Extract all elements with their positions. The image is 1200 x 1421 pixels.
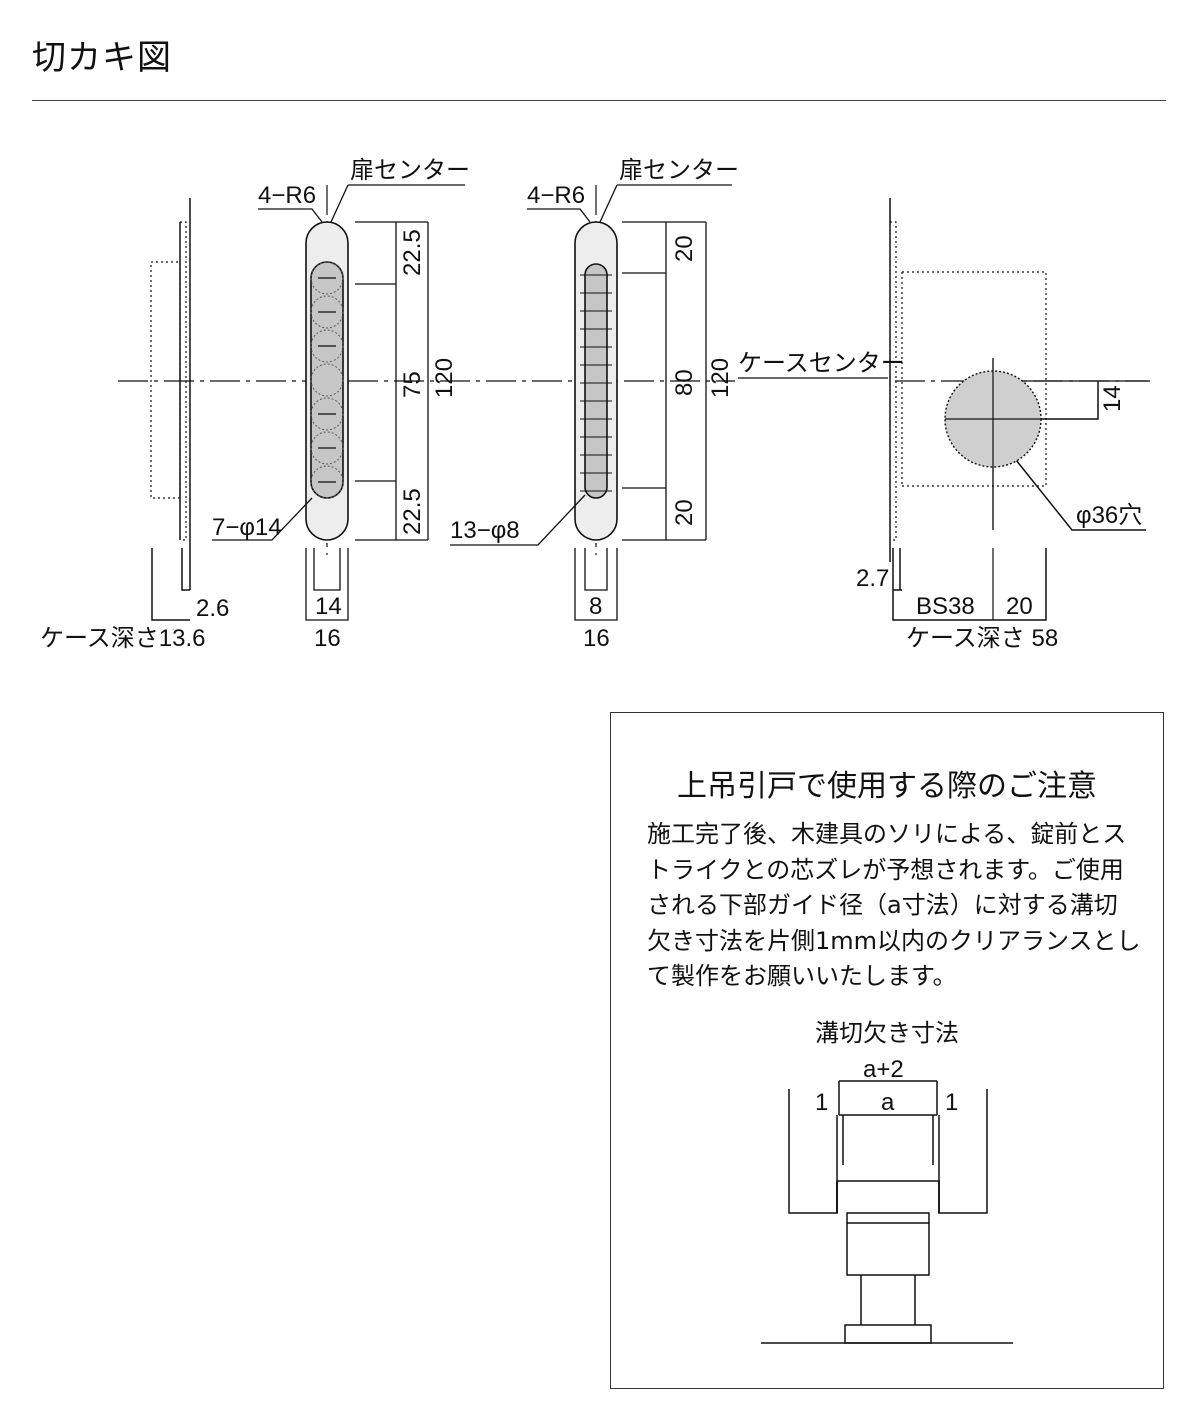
slot-a (310, 261, 344, 499)
notice-title: 上吊引戸で使用する際のご注意 (677, 769, 1097, 804)
dim-120-b: 120 (707, 358, 734, 398)
door-center-label-b: 扉センター (619, 157, 739, 184)
dim-22-5-bottom-a: 22.5 (399, 488, 426, 535)
groove-dim-total: a+2 (863, 1056, 904, 1083)
hole-36-label: φ36穴 (1076, 502, 1142, 529)
holes-b (580, 274, 612, 492)
dim-width-16-a: 16 (314, 625, 341, 652)
dim-width-16-b: 16 (583, 625, 610, 652)
left-side-view (150, 198, 191, 621)
dim-75-a: 75 (399, 371, 426, 398)
dim-plate-offset-right: 2.7 (856, 565, 889, 592)
holes-a (310, 261, 344, 499)
notice-box: 上吊引戸で使用する際のご注意 施工完了後、木建具のソリによる、錠前とストライクと… (610, 712, 1164, 1389)
dim-width-8: 8 (589, 593, 602, 620)
holes-label-a: 7−φ14 (212, 514, 282, 541)
dim-80-b: 80 (671, 369, 698, 396)
groove-dim-a: a (881, 1089, 895, 1116)
dim-plate-offset-left: 2.6 (196, 595, 229, 622)
dim-bs38: BS38 (916, 593, 975, 620)
dim-20-bottom-b: 20 (671, 499, 698, 526)
notice-subtitle: 溝切欠き寸法 (815, 1019, 959, 1047)
dim-22-5-top-a: 22.5 (399, 229, 426, 276)
radius-label-b: 4−R6 (527, 182, 585, 209)
groove-dim-left: 1 (815, 1089, 828, 1116)
holes-label-b: 13−φ8 (450, 517, 520, 544)
dim-width-14: 14 (315, 593, 342, 620)
front-view-b (450, 184, 732, 621)
case-center-label: ケースセンター (738, 350, 905, 377)
page-title: 切カキ図 (32, 38, 172, 78)
dim-20-top-b: 20 (671, 235, 698, 262)
radius-label-a: 4−R6 (258, 182, 316, 209)
cutout-drawings: ケースセンター 2.6 ケース深さ13.6 (40, 157, 1150, 652)
groove-diagram: a+2 a 1 1 (761, 1056, 1013, 1344)
groove-dim-right: 1 (945, 1089, 958, 1116)
dim-20-right: 20 (1006, 593, 1033, 620)
dim-120-a: 120 (431, 358, 458, 398)
front-view-a (212, 184, 465, 621)
dim-14-right: 14 (1099, 385, 1126, 412)
case-depth-right-label: ケース深さ 58 (906, 625, 1058, 652)
case-depth-left-label: ケース深さ13.6 (40, 625, 206, 652)
notice-body: 施工完了後、木建具のソリによる、錠前とストライクとの芯ズレが予想されます。ご使用… (647, 820, 1141, 990)
slot-b (584, 263, 608, 499)
door-center-label-a: 扉センター (350, 157, 470, 184)
title-divider (32, 100, 1166, 101)
